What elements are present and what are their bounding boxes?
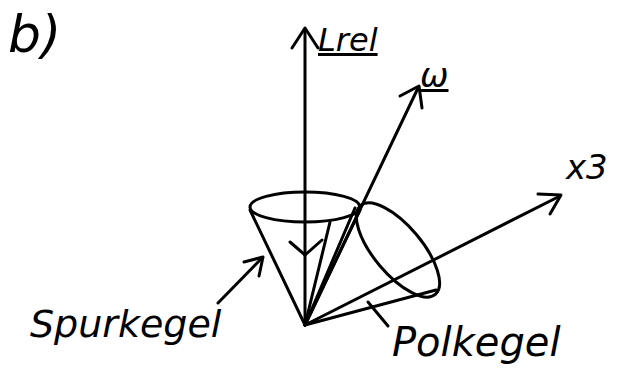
- cone-mark: [305, 240, 322, 255]
- cone-mark: [290, 242, 305, 255]
- vector-label: Lrel: [318, 24, 378, 56]
- cone-label: Polkegel: [392, 322, 561, 362]
- arrowhead: [538, 194, 561, 214]
- axis-label: x3: [566, 150, 608, 184]
- vector-label: ω: [420, 58, 448, 92]
- arrowhead: [244, 257, 263, 276]
- space-cone-rim: [250, 192, 360, 222]
- leader-line: [368, 302, 388, 326]
- cone-label: Spurkegel: [30, 305, 221, 343]
- angular-momentum-arrow: [304, 30, 307, 325]
- body-cone-rim: [342, 190, 453, 310]
- body-cone-side: [305, 290, 436, 325]
- leader-line: [218, 258, 262, 303]
- body-cone-side: [305, 208, 355, 325]
- space-cone-side: [250, 210, 305, 325]
- arrowhead: [292, 28, 318, 48]
- arrowhead: [400, 86, 422, 108]
- part-label: b): [8, 8, 61, 60]
